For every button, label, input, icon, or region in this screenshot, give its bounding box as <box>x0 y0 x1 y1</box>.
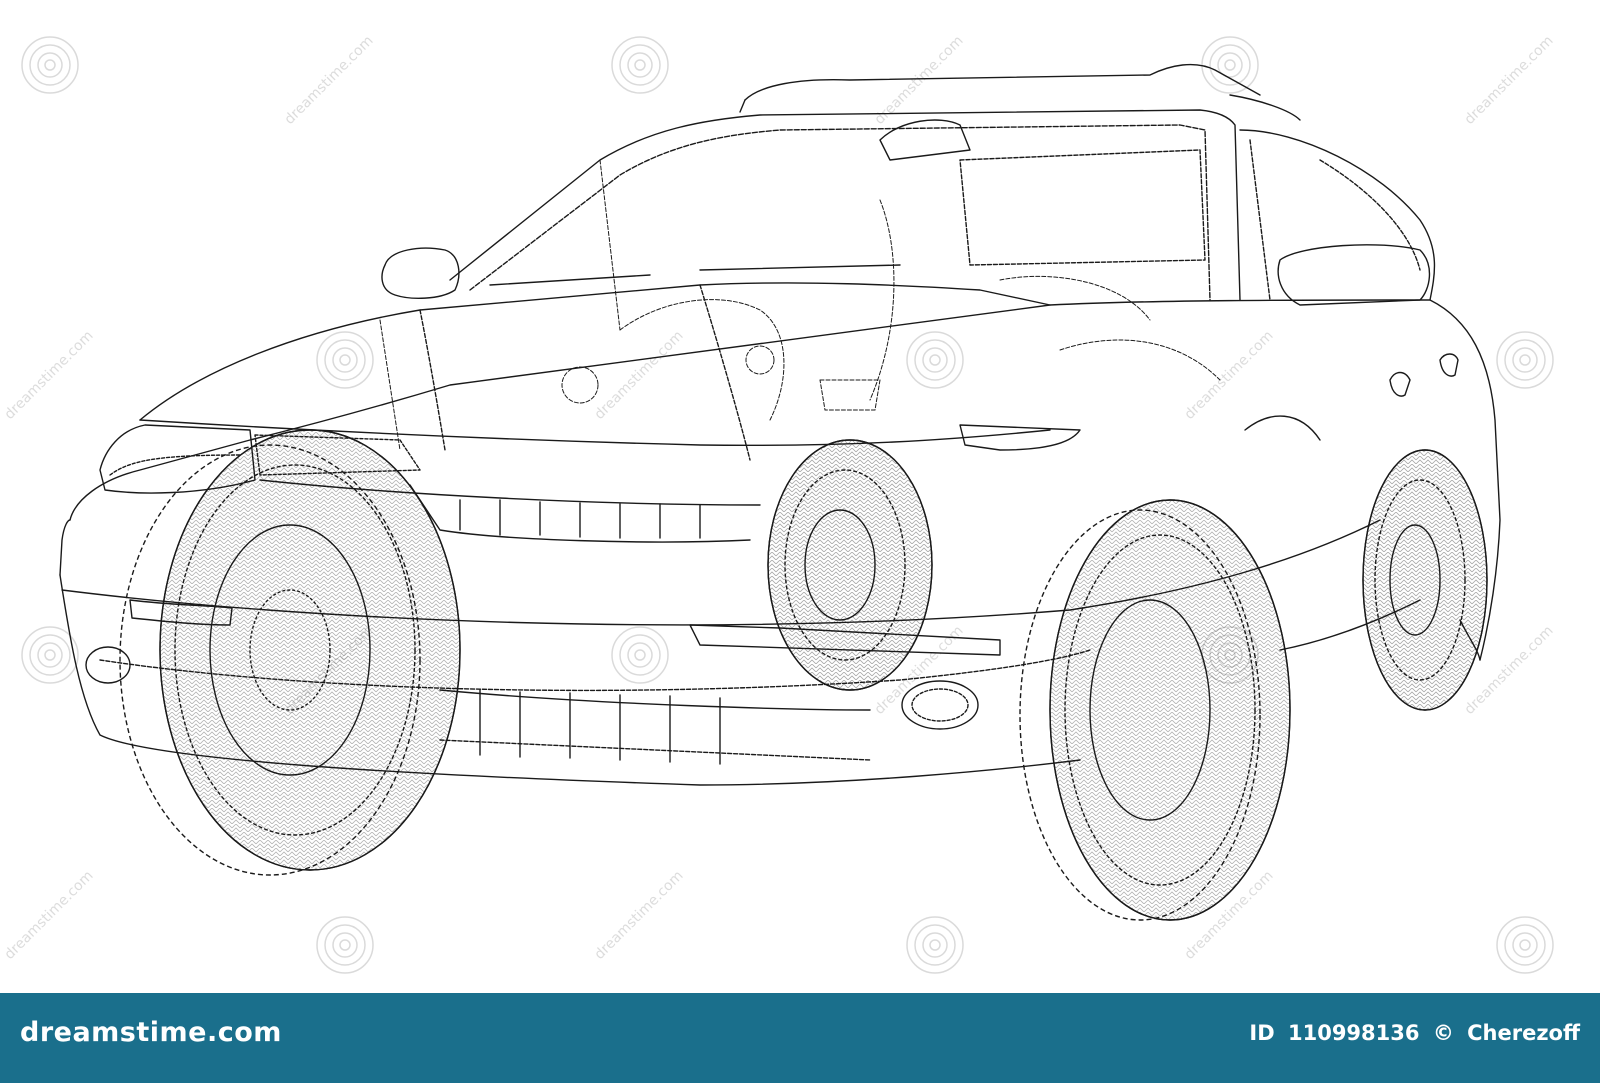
fog-light-left <box>85 646 131 684</box>
author-name: Cherezoff <box>1467 1021 1580 1045</box>
car-cabin <box>449 63 1436 301</box>
image-id: 110998136 <box>1287 1021 1420 1045</box>
wipers <box>489 264 901 286</box>
wheel-front-left <box>119 429 461 876</box>
rear-body <box>1244 353 1459 441</box>
dreamstime-logo: dreamstime.com <box>20 1017 282 1048</box>
id-label: ID <box>1249 1021 1275 1045</box>
footer-bar: dreamstime.com ID 110998136 © Cherezoff <box>0 993 1600 1083</box>
car-hood <box>139 282 1051 461</box>
interior <box>379 159 1221 451</box>
side-mirror <box>381 244 1431 306</box>
wheel-front-right <box>1019 499 1291 921</box>
copyright-icon: © <box>1432 1021 1454 1045</box>
fog-light-right <box>901 680 979 730</box>
image-credit: ID 110998136 © Cherezoff <box>1249 1021 1580 1045</box>
wheel-rear-left <box>767 439 933 691</box>
wireframe-car-illustration <box>59 63 1501 921</box>
wheel-rear-right <box>1362 449 1488 711</box>
